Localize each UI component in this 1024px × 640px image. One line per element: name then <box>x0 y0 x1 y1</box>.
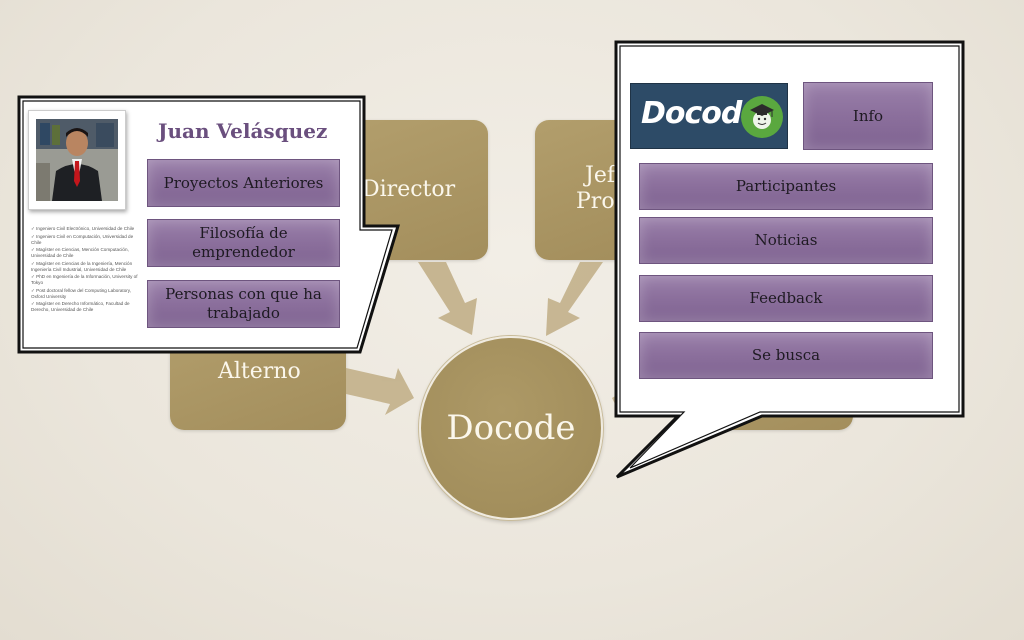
profile-photo-frame <box>28 110 126 210</box>
profile-photo <box>36 119 118 201</box>
arrow-alterno-to-center <box>346 368 414 415</box>
feedback-button[interactable]: Feedback <box>639 275 933 322</box>
participants-label: Participantes <box>735 177 837 196</box>
wanted-label: Se busca <box>751 346 821 365</box>
cv-item: ✓ Magíster en Derecho Informático, Facul… <box>31 301 130 313</box>
collaborators-label: Personas con que ha trabajado <box>165 285 322 322</box>
cv-list: ✓ Ingeniero Civil Electrónico, Universid… <box>31 226 141 315</box>
cv-item: ✓ Magíster en Ciencias de la Ingeniería,… <box>31 260 133 272</box>
feedback-label: Feedback <box>749 289 823 308</box>
info-label: Info <box>852 106 884 125</box>
person-photo-icon <box>36 119 118 201</box>
cv-item: ✓ Post doctoral fellow del Computing Lab… <box>31 287 132 299</box>
node-alterno-label-line2: Alterno <box>218 359 301 384</box>
news-button[interactable]: Noticias <box>639 217 933 264</box>
info-button[interactable]: Info <box>803 82 933 150</box>
profile-name: Juan Velásquez <box>158 119 328 143</box>
graduate-cap-icon <box>741 96 783 138</box>
previous-projects-button[interactable]: Proyectos Anteriores <box>147 159 340 207</box>
participants-button[interactable]: Participantes <box>639 163 933 210</box>
center-node-label: Docode <box>446 408 576 448</box>
cv-item: ✓ Ingeniero Civil en Computación, Univer… <box>31 233 134 245</box>
arrow-director-to-center <box>418 262 477 335</box>
node-jefe-label-line1: Jef <box>585 163 615 188</box>
docode-logo[interactable]: Docode <box>630 83 788 149</box>
news-label: Noticias <box>754 231 818 250</box>
entrepreneur-philosophy-label: Filosofía de emprendedor <box>192 224 295 261</box>
arrow-jefe-to-center <box>546 262 603 336</box>
center-node-docode[interactable]: Docode <box>419 336 603 520</box>
collaborators-button[interactable]: Personas con que ha trabajado <box>147 280 340 328</box>
previous-projects-label: Proyectos Anteriores <box>163 173 324 192</box>
cv-item: ✓ Ingeniero Civil Electrónico, Universid… <box>31 226 135 231</box>
cv-item: ✓ PhD en Ingeniería de la Información, U… <box>31 274 138 286</box>
wanted-button[interactable]: Se busca <box>639 332 933 379</box>
entrepreneur-philosophy-button[interactable]: Filosofía de emprendedor <box>147 219 340 267</box>
arrow-right-to-center <box>612 390 640 410</box>
cv-item: ✓ Magíster en Ciencias, Mención Computac… <box>31 247 129 259</box>
